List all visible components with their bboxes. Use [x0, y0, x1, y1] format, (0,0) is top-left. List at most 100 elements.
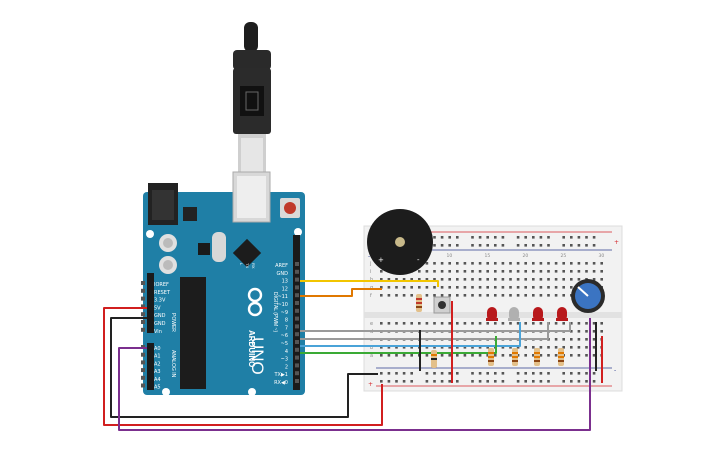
bb-hole[interactable] [463, 262, 467, 265]
rail-hole[interactable] [532, 236, 535, 239]
bb-hole[interactable] [387, 278, 391, 281]
rail-hole[interactable] [471, 372, 474, 375]
bb-hole[interactable] [478, 262, 482, 265]
bb-hole[interactable] [501, 286, 505, 289]
bb-hole[interactable] [570, 354, 573, 357]
bb-hole[interactable] [532, 286, 535, 289]
rail-hole[interactable] [539, 372, 543, 375]
bb-hole[interactable] [402, 278, 406, 281]
rail-hole[interactable] [577, 244, 581, 247]
bb-hole[interactable] [600, 270, 603, 273]
rail-hole[interactable] [547, 236, 550, 239]
bb-hole[interactable] [380, 346, 383, 349]
led-4[interactable] [556, 307, 568, 321]
rail-hole[interactable] [478, 244, 482, 247]
digital-pin[interactable] [295, 277, 299, 282]
bb-hole[interactable] [494, 262, 497, 265]
power-pin[interactable] [141, 288, 145, 293]
bb-hole[interactable] [592, 346, 596, 349]
bb-hole[interactable] [486, 322, 489, 325]
bb-hole[interactable] [433, 286, 436, 289]
bb-hole[interactable] [395, 286, 398, 289]
bb-hole[interactable] [456, 270, 459, 273]
bb-hole[interactable] [478, 278, 482, 281]
bb-hole[interactable] [539, 270, 543, 273]
bb-hole[interactable] [539, 286, 543, 289]
rail-hole[interactable] [585, 380, 588, 383]
bb-hole[interactable] [440, 286, 444, 289]
rail-hole[interactable] [478, 372, 482, 375]
bb-hole[interactable] [494, 294, 497, 297]
bb-hole[interactable] [402, 286, 406, 289]
digital-pin[interactable] [295, 332, 299, 337]
rail-hole[interactable] [592, 236, 596, 239]
digital-pin[interactable] [295, 363, 299, 368]
bb-hole[interactable] [463, 354, 467, 357]
bb-hole[interactable] [380, 270, 383, 273]
piezo-buzzer[interactable]: + - [367, 209, 433, 275]
bb-hole[interactable] [554, 278, 558, 281]
bb-hole[interactable] [562, 338, 565, 341]
bb-hole[interactable] [562, 278, 565, 281]
rail-hole[interactable] [494, 236, 497, 239]
bb-hole[interactable] [532, 294, 535, 297]
bb-hole[interactable] [524, 294, 527, 297]
rail-hole[interactable] [448, 236, 451, 239]
rail-hole[interactable] [494, 244, 497, 247]
rail-hole[interactable] [387, 372, 391, 375]
rail-hole[interactable] [532, 244, 535, 247]
rail-hole[interactable] [532, 372, 535, 375]
digital-pin[interactable] [295, 285, 299, 290]
bb-hole[interactable] [410, 294, 413, 297]
bb-hole[interactable] [380, 278, 383, 281]
bb-hole[interactable] [456, 278, 459, 281]
rail-hole[interactable] [425, 372, 429, 375]
rail-hole[interactable] [410, 372, 413, 375]
bb-hole[interactable] [501, 346, 505, 349]
rail-hole[interactable] [486, 236, 489, 239]
power-pin[interactable] [141, 281, 145, 285]
power-pin[interactable] [141, 296, 145, 301]
bb-hole[interactable] [532, 354, 535, 357]
rail-hole[interactable] [592, 244, 596, 247]
rail-hole[interactable] [562, 236, 565, 239]
bb-hole[interactable] [562, 346, 565, 349]
bb-hole[interactable] [448, 262, 451, 265]
bb-hole[interactable] [433, 270, 436, 273]
bb-hole[interactable] [471, 294, 474, 297]
bb-hole[interactable] [494, 278, 497, 281]
bb-hole[interactable] [471, 354, 474, 357]
bb-hole[interactable] [471, 262, 474, 265]
rail-hole[interactable] [395, 380, 398, 383]
bb-hole[interactable] [410, 346, 413, 349]
analog-pin[interactable] [141, 368, 145, 373]
bb-hole[interactable] [440, 294, 444, 297]
analog-pin[interactable] [141, 383, 145, 388]
bb-hole[interactable] [456, 322, 459, 325]
bb-hole[interactable] [425, 262, 429, 265]
bb-hole[interactable] [440, 346, 444, 349]
bb-hole[interactable] [463, 286, 467, 289]
rail-hole[interactable] [440, 236, 444, 239]
bb-hole[interactable] [471, 278, 474, 281]
bb-hole[interactable] [516, 270, 520, 273]
rail-hole[interactable] [585, 236, 588, 239]
bb-hole[interactable] [509, 286, 512, 289]
bb-hole[interactable] [516, 346, 520, 349]
bb-hole[interactable] [448, 322, 451, 325]
bb-hole[interactable] [600, 262, 603, 265]
digital-pin[interactable] [295, 269, 299, 274]
pushbutton[interactable] [433, 296, 451, 314]
bb-hole[interactable] [516, 322, 520, 325]
bb-hole[interactable] [380, 294, 383, 297]
rail-hole[interactable] [532, 380, 535, 383]
rail-hole[interactable] [585, 372, 588, 375]
bb-hole[interactable] [509, 294, 512, 297]
bb-hole[interactable] [425, 322, 429, 325]
bb-hole[interactable] [395, 278, 398, 281]
bb-hole[interactable] [516, 278, 520, 281]
rail-hole[interactable] [524, 372, 527, 375]
bb-hole[interactable] [463, 322, 467, 325]
bb-hole[interactable] [524, 346, 527, 349]
bb-hole[interactable] [433, 262, 436, 265]
